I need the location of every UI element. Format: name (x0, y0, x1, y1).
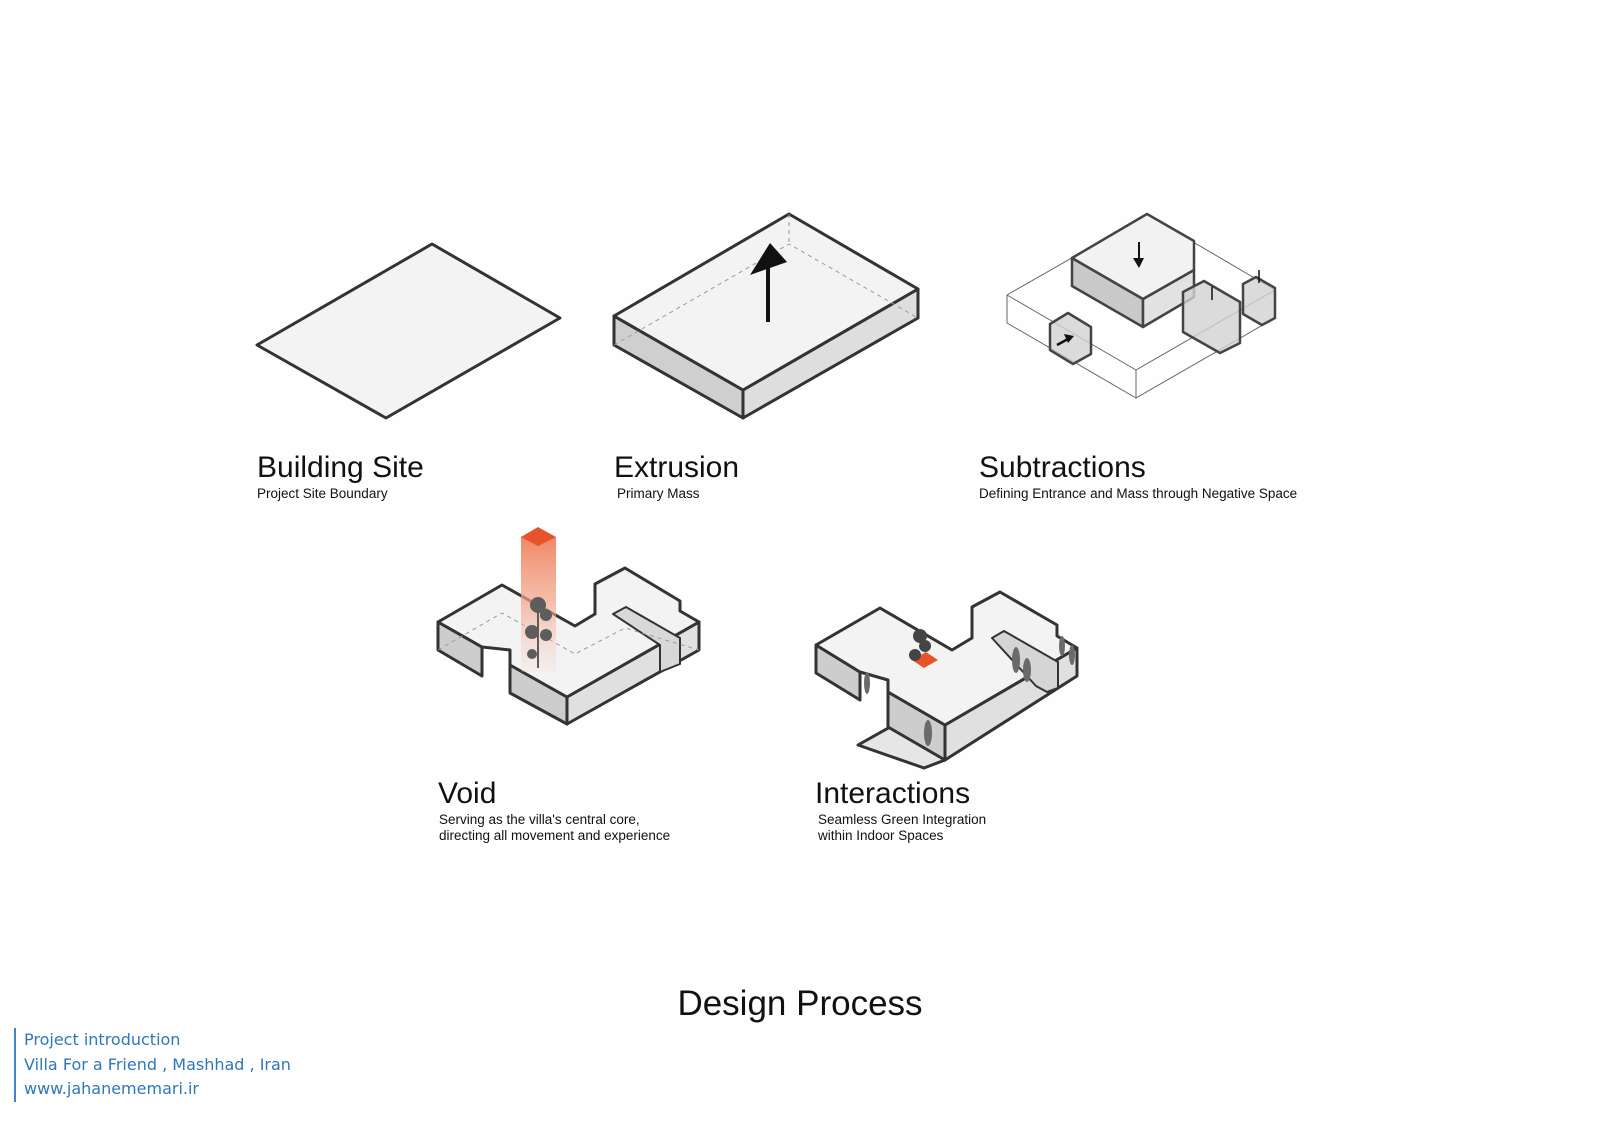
arrow-in-icon (1056, 334, 1074, 347)
step-title-interactions: Interactions (815, 777, 971, 810)
credit-project-intro: Project introduction (24, 1030, 181, 1049)
void-diagram (436, 527, 701, 726)
arrow-down-icon (1133, 242, 1144, 268)
step-subtitle-interactions: Seamless Green Integration within Indoor… (818, 812, 987, 843)
interactions-diagram (814, 590, 1079, 770)
extrusion-diagram (612, 212, 920, 420)
void-marker (912, 652, 938, 668)
tree-icon (909, 629, 931, 661)
step-subtitle-void: Serving as the villa's central core, dir… (439, 812, 671, 843)
step-subtitle-building-site: Project Site Boundary (257, 486, 388, 501)
credits-block: Project introduction Villa For a Friend … (14, 1028, 291, 1102)
building-site-diagram (255, 242, 562, 420)
tree-icon (525, 597, 552, 668)
credit-website-link[interactable]: www.jahanememari.ir (24, 1079, 200, 1098)
arrow-up-icon (750, 243, 787, 322)
step-title-void: Void (438, 777, 497, 810)
void-marker (521, 527, 556, 546)
step-title-extrusion: Extrusion (614, 451, 740, 484)
credit-project-name: Villa For a Friend , Mashhad , Iran (24, 1054, 291, 1074)
subtractions-diagram (1006, 212, 1277, 399)
page-title: Design Process (677, 984, 923, 1023)
tree-icon (864, 636, 1075, 746)
step-title-building-site: Building Site (257, 451, 424, 484)
step-title-subtractions: Subtractions (979, 451, 1146, 484)
step-subtitle-subtractions: Defining Entrance and Mass through Negat… (979, 486, 1298, 501)
step-subtitle-extrusion: Primary Mass (617, 486, 700, 501)
